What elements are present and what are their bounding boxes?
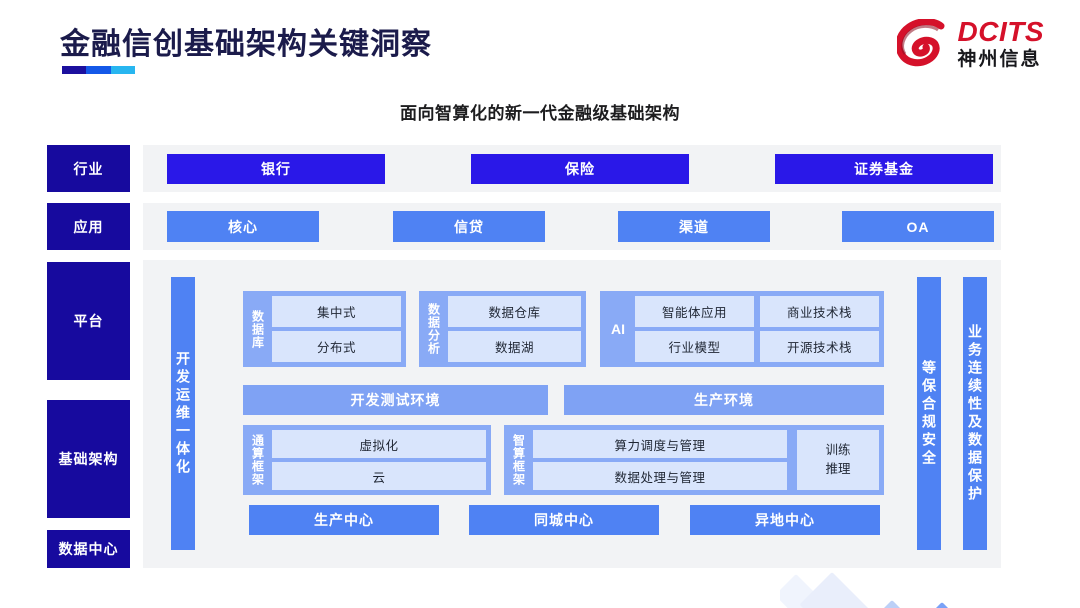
item-centralized[interactable]: 集中式 bbox=[272, 296, 401, 327]
group-body-general-compute: 虚拟化 云 bbox=[272, 430, 486, 490]
accent-bar bbox=[62, 66, 135, 74]
vertical-bar-security[interactable]: 等保合规安全 bbox=[917, 277, 941, 550]
row-label-platform: 平台 bbox=[47, 262, 130, 380]
row-label-datacenter: 数据中心 bbox=[47, 530, 130, 568]
accent-segment-3 bbox=[110, 66, 135, 74]
brand-logo: DCITS 神州信息 bbox=[896, 16, 1045, 70]
group-row: 虚拟化 bbox=[272, 430, 486, 458]
logo-en-text: DCITS bbox=[957, 16, 1044, 47]
datacenter-chip-remote[interactable]: 异地中心 bbox=[690, 505, 880, 535]
page-title: 金融信创基础架构关键洞察 bbox=[60, 28, 432, 61]
row-label-infrastructure: 基础架构 bbox=[47, 400, 130, 518]
item-agent-application[interactable]: 智能体应用 bbox=[635, 296, 754, 327]
group-row: 分布式 bbox=[272, 331, 401, 362]
group-row: 云 bbox=[272, 462, 486, 490]
group-row: 集中式 bbox=[272, 296, 401, 327]
row-label-application: 应用 bbox=[47, 203, 130, 250]
accent-segment-2 bbox=[86, 66, 111, 74]
application-chip-core[interactable]: 核心 bbox=[167, 211, 319, 242]
inference-label: 推理 bbox=[825, 462, 851, 476]
item-virtualization[interactable]: 虚拟化 bbox=[272, 430, 486, 458]
vertical-bar-devops[interactable]: 开发运维一体化 bbox=[171, 277, 195, 550]
group-ai: AI 智能体应用 商业技术栈 行业模型 开源技术栈 bbox=[600, 291, 884, 367]
group-row: 数据仓库 bbox=[448, 296, 581, 327]
group-label-database: 数据库 bbox=[250, 309, 265, 349]
group-row: 智能体应用 商业技术栈 bbox=[635, 296, 879, 327]
accent-segment-1 bbox=[62, 66, 87, 74]
datacenter-chip-production[interactable]: 生产中心 bbox=[249, 505, 439, 535]
group-database: 数据库 集中式 分布式 bbox=[243, 291, 406, 367]
item-train-inference[interactable]: 训练 推理 bbox=[797, 430, 879, 490]
industry-chip-insurance[interactable]: 保险 bbox=[471, 154, 689, 184]
group-column: 算力调度与管理 数据处理与管理 bbox=[533, 430, 787, 490]
item-distributed[interactable]: 分布式 bbox=[272, 331, 401, 362]
env-bar-production[interactable]: 生产环境 bbox=[564, 385, 884, 415]
env-bar-dev-test[interactable]: 开发测试环境 bbox=[243, 385, 548, 415]
group-body-data-analysis: 数据仓库 数据湖 bbox=[448, 296, 581, 362]
datacenter-chip-metro[interactable]: 同城中心 bbox=[469, 505, 659, 535]
application-chip-credit[interactable]: 信贷 bbox=[393, 211, 545, 242]
item-open-source-stack[interactable]: 开源技术栈 bbox=[760, 331, 879, 362]
group-label-ai: AI bbox=[611, 321, 625, 337]
item-data-warehouse[interactable]: 数据仓库 bbox=[448, 296, 581, 327]
vertical-bar-continuity[interactable]: 业务连续性及数据保护 bbox=[963, 277, 987, 550]
swirl-logo-icon bbox=[896, 18, 944, 66]
group-general-compute-framework: 通算框架 虚拟化 云 bbox=[243, 425, 491, 495]
group-intelligent-compute-framework: 智算框架 算力调度与管理 数据处理与管理 训练 推理 bbox=[504, 425, 884, 495]
industry-chip-bank[interactable]: 银行 bbox=[167, 154, 385, 184]
group-body-intelligent-compute: 算力调度与管理 数据处理与管理 训练 推理 bbox=[533, 430, 879, 490]
group-body-ai: 智能体应用 商业技术栈 行业模型 开源技术栈 bbox=[635, 296, 879, 362]
industry-chip-securities[interactable]: 证券基金 bbox=[775, 154, 993, 184]
group-label-data-analysis: 数据分析 bbox=[426, 303, 441, 355]
application-chip-channel[interactable]: 渠道 bbox=[618, 211, 770, 242]
train-label: 训练 bbox=[825, 443, 851, 458]
item-data-processing[interactable]: 数据处理与管理 bbox=[533, 462, 787, 490]
item-cloud[interactable]: 云 bbox=[272, 462, 486, 490]
section-subtitle: 面向智算化的新一代金融级基础架构 bbox=[400, 104, 680, 123]
logo-text: DCITS 神州信息 bbox=[957, 16, 1045, 70]
item-compute-scheduling[interactable]: 算力调度与管理 bbox=[533, 430, 787, 458]
item-data-lake[interactable]: 数据湖 bbox=[448, 331, 581, 362]
item-commercial-stack[interactable]: 商业技术栈 bbox=[760, 296, 879, 327]
application-chip-oa[interactable]: OA bbox=[842, 211, 994, 242]
group-row: 行业模型 开源技术栈 bbox=[635, 331, 879, 362]
row-label-industry: 行业 bbox=[47, 145, 130, 192]
group-data-analysis: 数据分析 数据仓库 数据湖 bbox=[419, 291, 586, 367]
logo-cn-text: 神州信息 bbox=[957, 49, 1042, 70]
group-body-database: 集中式 分布式 bbox=[272, 296, 401, 362]
group-row: 数据湖 bbox=[448, 331, 581, 362]
group-label-intelligent-compute: 智算框架 bbox=[511, 434, 526, 486]
group-label-general-compute: 通算框架 bbox=[250, 434, 265, 486]
item-industry-model[interactable]: 行业模型 bbox=[635, 331, 754, 362]
